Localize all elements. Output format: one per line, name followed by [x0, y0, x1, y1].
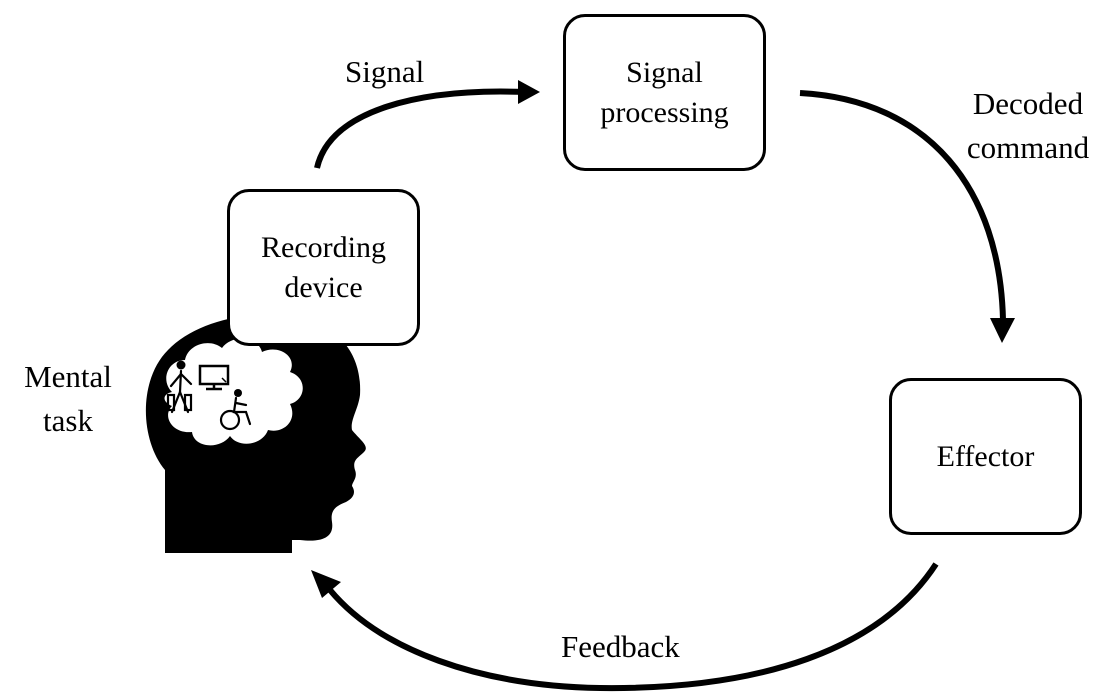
signal-edge-label: Signal	[345, 54, 425, 89]
recording-device-label-line1: Recording	[261, 230, 386, 264]
recording-device-box: Recording device	[227, 189, 420, 346]
mental-task-line1: Mental	[24, 359, 112, 394]
signal-processing-label-line2: processing	[600, 95, 729, 129]
wheelchair-icon	[219, 389, 252, 431]
arrow-decoded-command	[799, 90, 1015, 343]
decoded-command-line1: Decoded	[972, 86, 1084, 121]
feedback-edge-label: Feedback	[561, 629, 680, 664]
mental-task-line2: task	[43, 403, 93, 438]
walking-person-icon	[166, 360, 193, 414]
mental-task-label: Mental task	[12, 355, 124, 443]
head-silhouette-icon	[145, 314, 366, 553]
effector-label: Effector	[936, 439, 1035, 473]
arrow-feedback	[311, 562, 939, 692]
arrow-signal	[314, 80, 540, 169]
decoded-command-line2: command	[966, 130, 1090, 165]
signal-processing-box: Signal processing	[563, 14, 766, 171]
monitor-icon	[198, 364, 230, 391]
decoded-command-edge-label: Decoded command	[948, 82, 1108, 170]
recording-device-label-line2: device	[284, 270, 363, 304]
signal-processing-label-line1: Signal	[626, 55, 703, 89]
effector-box: Effector	[889, 378, 1082, 535]
